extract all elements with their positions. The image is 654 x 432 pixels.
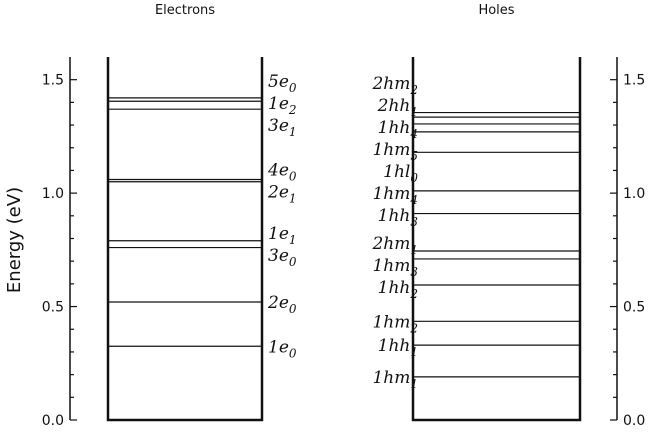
electron-label-3e1: 3e1 xyxy=(268,116,297,139)
right-tick-label: 0.0 xyxy=(623,413,645,429)
labels-layer: Electrons Holes 0.0 0.5 1.0 1.5 0.0 0.5 1.0 1.5 1e… xyxy=(42,3,646,429)
left-tick-label: 1.0 xyxy=(42,186,64,202)
right-tick-label: 1.5 xyxy=(623,73,645,89)
electron-label-4e0: 4e0 xyxy=(267,161,297,184)
hole-label-2hm2: 2hm2 xyxy=(371,74,418,97)
electron-label-1e0: 1e0 xyxy=(268,337,297,360)
electron-label-5e0: 5e0 xyxy=(268,72,297,95)
levels-layer xyxy=(108,97,580,378)
hole-label-1hm5: 1hm5 xyxy=(372,140,418,163)
hole-label-1hh4: 1hh4 xyxy=(378,118,418,141)
left-tick-label: 0.0 xyxy=(42,413,64,429)
well-frame-2 xyxy=(411,57,582,422)
hole-label-1hh1: 1hh1 xyxy=(378,336,418,359)
hole-label-2hh1: 2hh1 xyxy=(377,96,418,119)
electron-label-3e0: 3e0 xyxy=(268,246,297,269)
left-tick-label: 1.5 xyxy=(42,73,64,89)
electron-label-2e0: 2e0 xyxy=(267,293,297,316)
panel-title-2: Holes xyxy=(478,3,514,18)
frame-layer xyxy=(69,57,618,422)
hole-label-1hm4: 1hm4 xyxy=(372,184,418,207)
right-tick-label: 0.5 xyxy=(623,300,645,316)
left-tick-label: 0.5 xyxy=(42,300,64,316)
hole-label-1hh2: 1hh2 xyxy=(378,278,418,301)
hole-label-1hm1: 1hm1 xyxy=(372,368,418,391)
y-axis-label: Energy (eV) xyxy=(4,187,25,293)
hole-label-1hh3: 1hh3 xyxy=(378,206,419,229)
hole-label-1hm2: 1hm2 xyxy=(372,312,418,335)
well-frame-1 xyxy=(106,57,264,422)
hole-label-2hm1: 2hm1 xyxy=(371,234,418,257)
panel-title-1: Electrons xyxy=(155,3,215,18)
electron-label-1e2: 1e2 xyxy=(268,94,297,117)
right-tick-label: 1.0 xyxy=(623,186,645,202)
hole-label-1hl0: 1hl0 xyxy=(383,162,418,185)
electron-label-2e1: 2e1 xyxy=(267,183,297,206)
hole-label-1hm3: 1hm3 xyxy=(372,256,418,279)
electron-label-1e1: 1e1 xyxy=(268,224,297,247)
